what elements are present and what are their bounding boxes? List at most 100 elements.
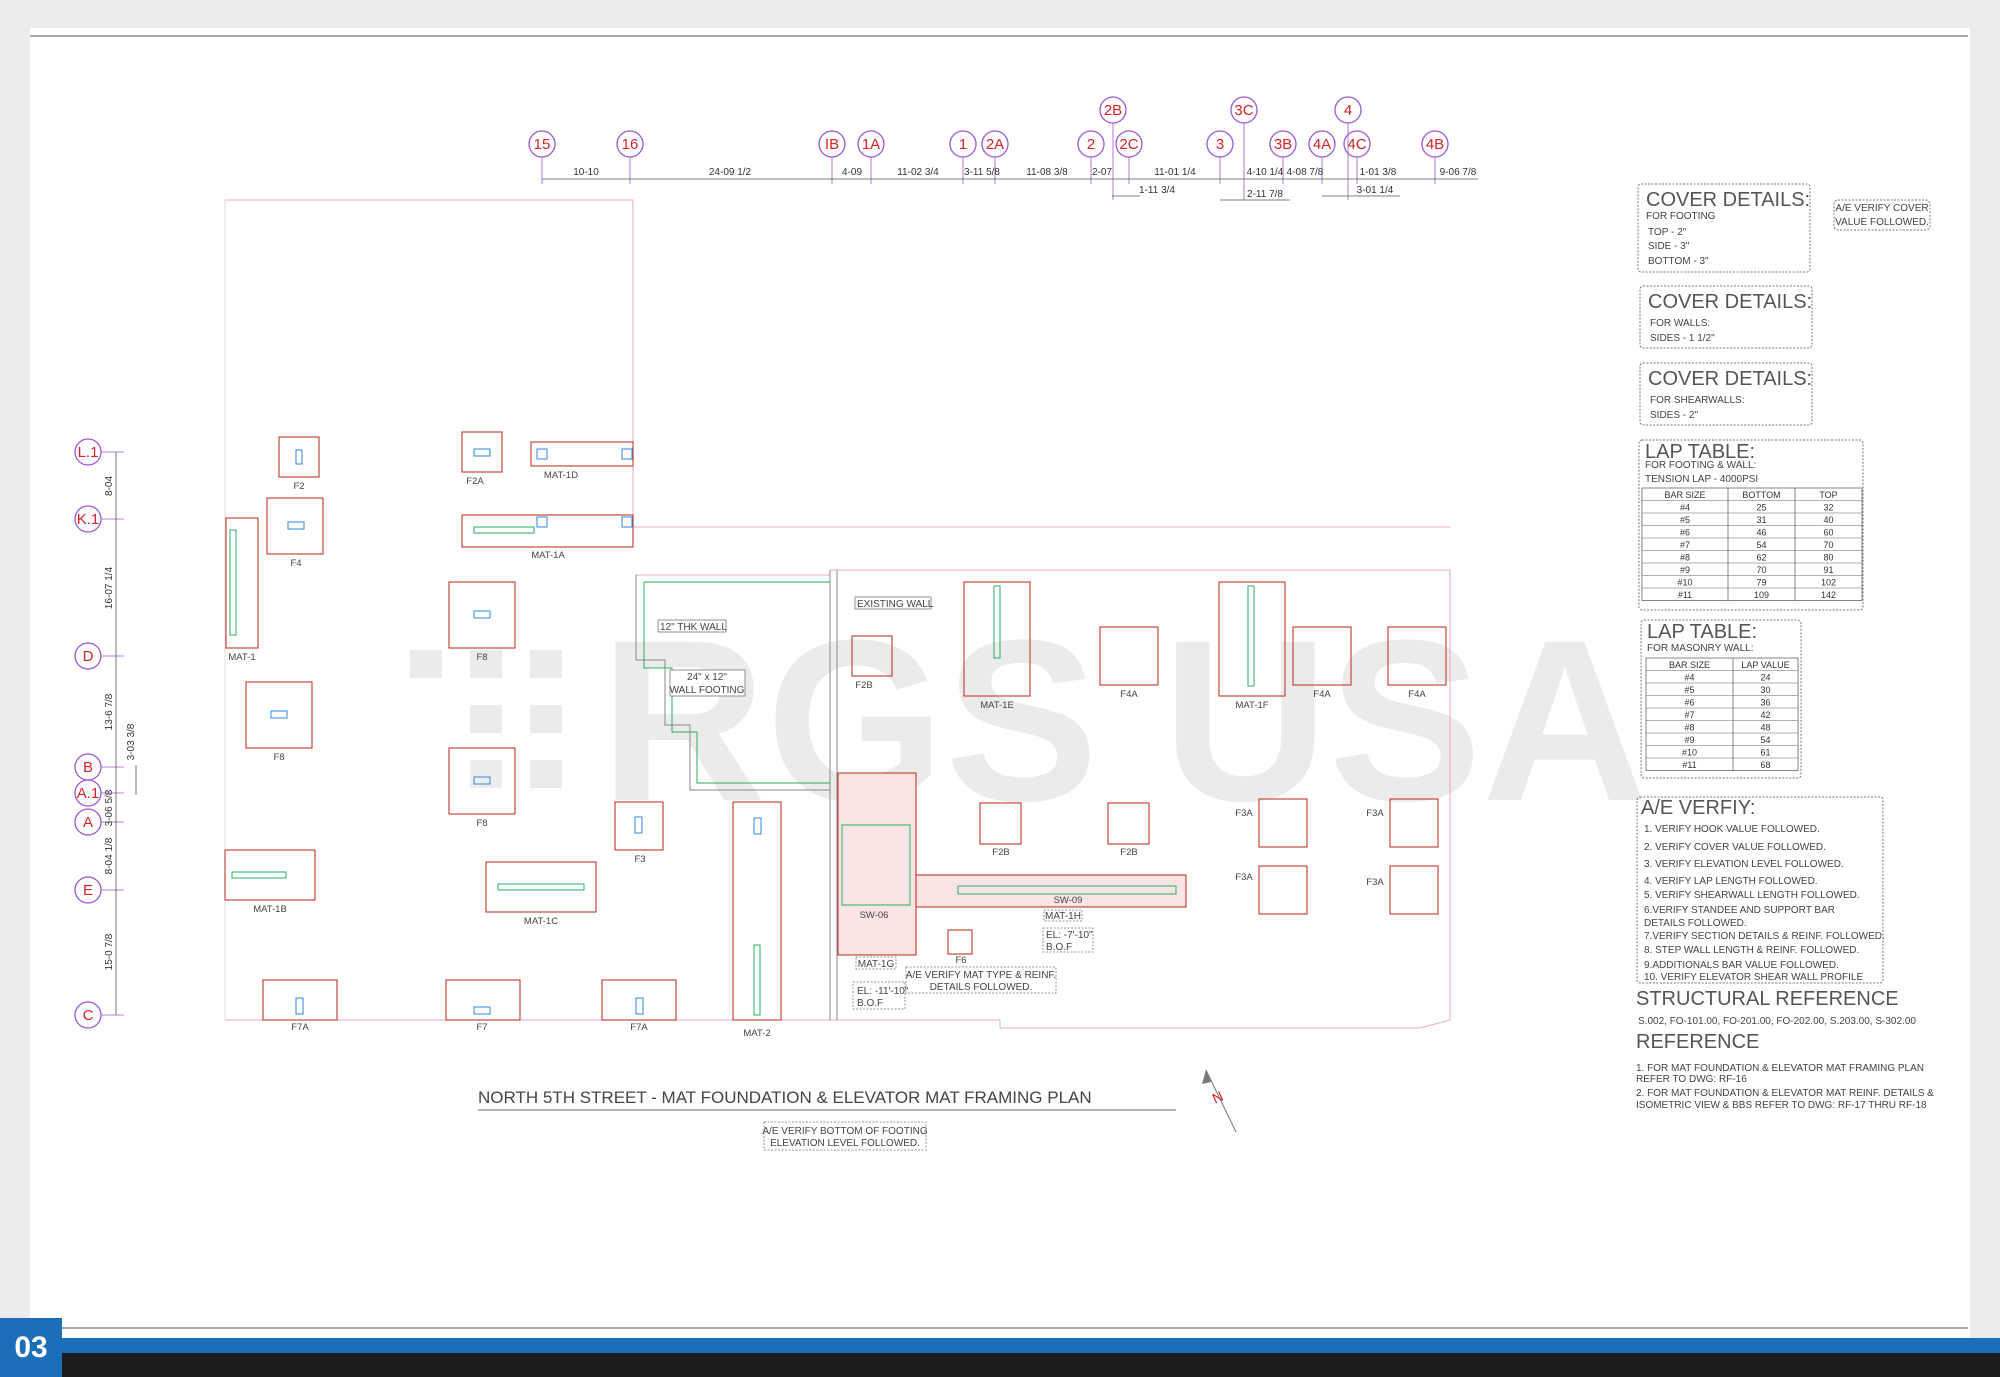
- cover-footing-sub: FOR FOOTING: [1646, 211, 1716, 222]
- grid-bubble-2A: 2A: [981, 130, 1009, 184]
- dim-top-4: 11-02 3/4: [897, 167, 939, 178]
- ae-verify-item: DETAILS FOLLOWED.: [1644, 918, 1747, 929]
- lap-fw-cell: #7: [1680, 540, 1690, 550]
- dim-top-r2-1: 1-11 3/4: [1139, 185, 1175, 196]
- grid-label: 1: [959, 136, 967, 153]
- footing-F4A-b: F4A: [1313, 689, 1331, 700]
- dim-left-1: 8-04: [104, 476, 115, 496]
- footing-F7A-b: F7A: [630, 1022, 648, 1033]
- dim-left-7: 15-0 7/8: [104, 933, 115, 970]
- footing-F3: F3: [634, 854, 645, 865]
- grid-label: 16: [622, 136, 639, 153]
- grid-label: 4A: [1313, 136, 1331, 153]
- grid-bubble-4C: 4C: [1343, 130, 1371, 184]
- lap-fw-cell: 91: [1823, 565, 1833, 575]
- grid-bubble-C: C: [74, 1001, 124, 1029]
- grid-label: L.1: [78, 444, 99, 461]
- footing-SW-06: SW-06: [860, 910, 889, 921]
- ae-verify-title: A/E VERFIY:: [1641, 797, 1755, 819]
- lap-fw-header: BOTTOM: [1742, 490, 1780, 500]
- grid-label: C: [83, 1007, 94, 1024]
- grid-bubble-D: D: [74, 642, 124, 670]
- dim-top-r2-3: 3-01 1/4: [1357, 185, 1394, 196]
- lap-fw-cell: 54: [1756, 540, 1766, 550]
- grid-label: 4: [1344, 102, 1352, 119]
- lap-fw-cell: #8: [1680, 553, 1690, 563]
- footing-F2B-b: F2B: [992, 847, 1009, 858]
- lap-fw-header: BAR SIZE: [1664, 490, 1705, 500]
- dim-top-1: 10-10: [573, 167, 599, 178]
- cover-details-footing: COVER DETAILS: FOR FOOTING TOP - 2" SIDE…: [1637, 183, 1931, 273]
- grid-bubble-3B: 3B: [1269, 130, 1297, 184]
- footing-F3A-d: F3A: [1366, 877, 1384, 888]
- lap-mw-cell: 36: [1760, 698, 1770, 708]
- lap-mw-cell: #8: [1684, 723, 1694, 733]
- el-1h-2: B.O.F: [1046, 942, 1072, 953]
- lap-mw-cell: 42: [1760, 710, 1770, 720]
- footing-F7: F7: [476, 1022, 487, 1033]
- footing-F8-a: F8: [476, 652, 487, 663]
- grid-label: 4B: [1426, 136, 1444, 153]
- dim-top-r2-2: 2-11 7/8: [1247, 189, 1283, 200]
- grid-bubble-L.1: L.1: [74, 438, 124, 466]
- lap-mw-cell: #6: [1684, 698, 1694, 708]
- grid-label: A.1: [77, 785, 100, 802]
- footing-SW-09: SW-09: [1054, 895, 1083, 906]
- reference-item-1b: REFER TO DWG: RF-16: [1636, 1074, 1747, 1085]
- grid-label: 15: [534, 136, 551, 153]
- footing-MAT-1C: MAT-1C: [524, 916, 558, 927]
- lap-fw-cell: 46: [1756, 528, 1766, 538]
- lap-fw-cell: 102: [1821, 578, 1836, 588]
- lap-fw-cell: #6: [1680, 528, 1690, 538]
- footing-F3A-b: F3A: [1366, 808, 1384, 819]
- grid-label: 3: [1216, 136, 1224, 153]
- lap-fw-cell: #5: [1680, 515, 1690, 525]
- wall-footing-label-1: 24" x 12": [687, 672, 727, 683]
- ae-verify-item: 2. VERIFY COVER VALUE FOLLOWED.: [1644, 842, 1826, 853]
- grid-bubble-3C: 3C: [1230, 96, 1258, 200]
- reference-item-2b: ISOMETRIC VIEW & BBS REFER TO DWG: RF-17…: [1636, 1100, 1927, 1111]
- el-1h-1: EL: -7'-10": [1046, 930, 1093, 941]
- wall-footing-label-2: WALL FOOTING: [670, 685, 745, 696]
- dim-top-3: 4-09: [842, 167, 862, 178]
- lap-fw-cell: 142: [1821, 590, 1836, 600]
- dim-top-2: 24-09 1/2: [709, 167, 752, 178]
- grid-bubble-1: 1: [949, 130, 977, 184]
- watermark: RGS USA: [410, 592, 1648, 849]
- el-1g-1: EL: -11'-10": [857, 986, 909, 997]
- cover-note-1: A/E VERIFY COVER: [1835, 203, 1928, 214]
- lap-fw-cell: 60: [1823, 528, 1833, 538]
- grid-bubble-4: 4: [1334, 96, 1362, 200]
- mat-1h-label: MAT-1H: [1045, 911, 1081, 922]
- cover-shear-sub: FOR SHEARWALLS:: [1650, 395, 1744, 406]
- grid-label: E: [83, 882, 93, 899]
- lap-mw-cell: #10: [1682, 748, 1697, 758]
- lap-fw-cell: 40: [1823, 515, 1833, 525]
- reference-item-2: 2. FOR MAT FOUNDATION & ELEVATOR MAT REI…: [1636, 1088, 1934, 1099]
- grid-bubble-4A: 4A: [1308, 130, 1336, 184]
- ae-verify-item: 1. VERIFY HOOK VALUE FOLLOWED.: [1644, 824, 1820, 835]
- lap-fw-cell: 109: [1754, 590, 1769, 600]
- footing-MAT-1E: MAT-1E: [980, 700, 1014, 711]
- dim-top-8: 11-01 1/4: [1154, 167, 1196, 178]
- lap-fw-cell: #9: [1680, 565, 1690, 575]
- lap-mw-cell: #9: [1684, 735, 1694, 745]
- footing-F7A-a: F7A: [291, 1022, 309, 1033]
- lap-mw-cell: 48: [1760, 723, 1770, 733]
- lap-mw-cell: 61: [1760, 748, 1770, 758]
- dim-top-6: 11-08 3/8: [1026, 167, 1068, 178]
- structural-ref-text: S.002, FO-101.00, FO-201.00, FO-202.00, …: [1638, 1016, 1916, 1027]
- ae-verify-item: 8. STEP WALL LENGTH & REINF. FOLLOWED.: [1644, 945, 1859, 956]
- ae-verify-item: 3. VERIFY ELEVATION LEVEL FOLLOWED.: [1644, 859, 1844, 870]
- lap-fw-cell: 79: [1756, 578, 1766, 588]
- lap-mw-cell: #5: [1684, 685, 1694, 695]
- drawing-title: NORTH 5TH STREET - MAT FOUNDATION & ELEV…: [478, 1088, 1092, 1107]
- grid-label: B: [83, 759, 93, 776]
- footing-F3A-a: F3A: [1235, 808, 1253, 819]
- cover-footing-top: TOP - 2": [1648, 227, 1687, 238]
- footing-MAT-1B: MAT-1B: [253, 904, 287, 915]
